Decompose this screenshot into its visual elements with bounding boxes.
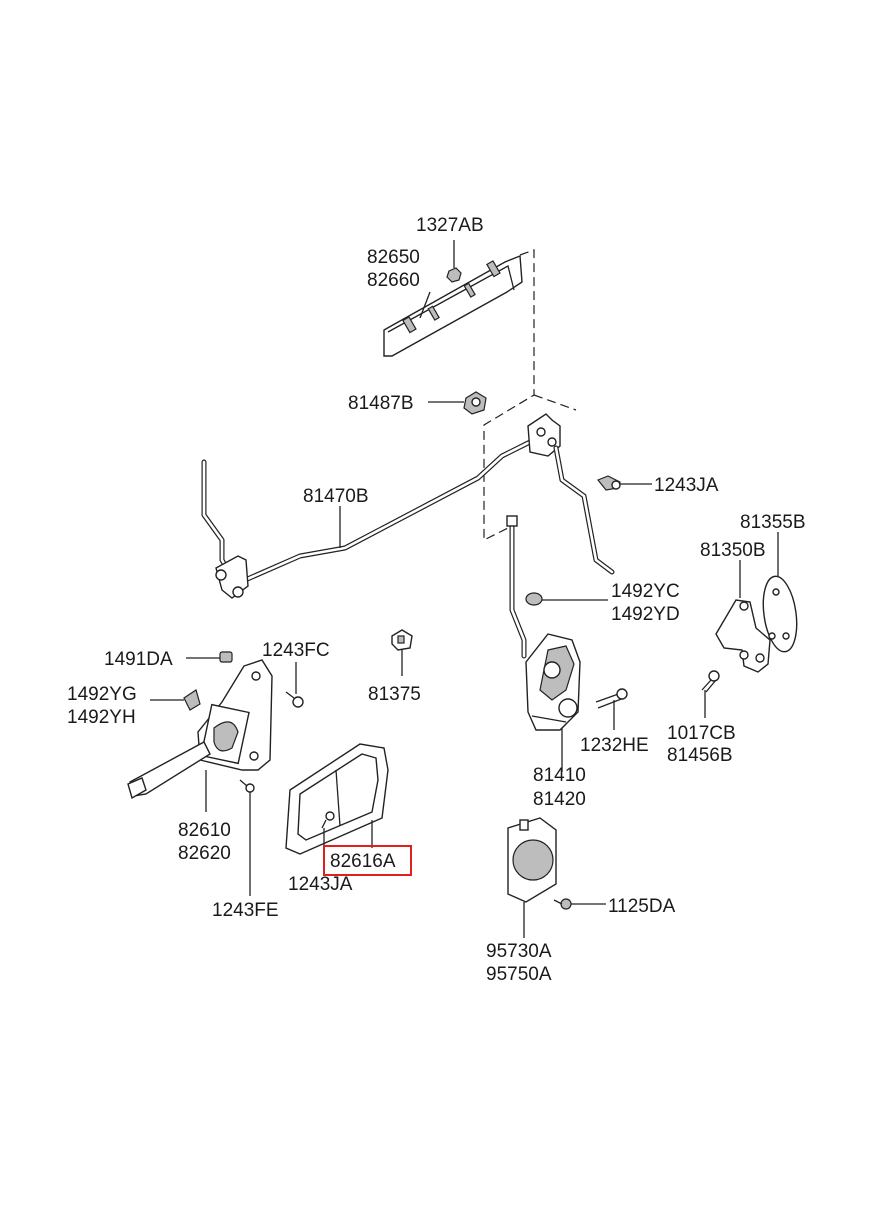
- label-1017CB: 1017CB: [667, 723, 736, 744]
- label-81375: 81375: [368, 684, 421, 705]
- label-95730A: 95730A: [486, 941, 552, 962]
- bolt-1125DA: [553, 898, 572, 910]
- actuator-95730A: [507, 817, 557, 903]
- label-82620: 82620: [178, 843, 231, 864]
- label-1491DA: 1491DA: [104, 649, 173, 670]
- highlight-box-82616A: [323, 845, 412, 876]
- nut-1327AB: [446, 267, 462, 283]
- shim-81355B: [762, 575, 798, 653]
- label-82660: 82660: [367, 270, 420, 291]
- part-labels: 1327AB 82650 82660 81487B 1243JA 81470B …: [67, 215, 806, 985]
- rod-81470B: [201, 437, 537, 587]
- latch-81410: [525, 633, 581, 731]
- label-82616A: 82616A: [330, 851, 396, 872]
- bolt-1232HE: [595, 688, 628, 709]
- screw-1017CB: [701, 670, 720, 693]
- label-95750A: 95750A: [486, 964, 552, 985]
- label-1125DA: 1125DA: [608, 896, 676, 917]
- label-1492YD: 1492YD: [611, 604, 680, 625]
- label-82610: 82610: [178, 820, 231, 841]
- screw-1243FC: [285, 691, 304, 708]
- label-81410: 81410: [533, 765, 586, 786]
- label-1243FE: 1243FE: [212, 900, 279, 921]
- rod-latch-upper: [506, 515, 527, 659]
- bell-crank-part: [527, 413, 561, 457]
- rod-left-bracket: [215, 555, 249, 599]
- clip-1492YC: [525, 592, 543, 606]
- label-1243JA-bottom: 1243JA: [288, 874, 353, 895]
- label-82650: 82650: [367, 247, 420, 268]
- label-1492YG: 1492YG: [67, 684, 137, 705]
- label-81350B: 81350B: [700, 540, 766, 561]
- inside-handle-82610: [127, 659, 273, 800]
- clip-81487B: [463, 391, 487, 415]
- label-1492YC: 1492YC: [611, 581, 680, 602]
- striker-81350B: [715, 599, 771, 673]
- label-1243JA-top: 1243JA: [654, 475, 719, 496]
- label-81470B: 81470B: [303, 486, 369, 507]
- label-1243FC: 1243FC: [262, 640, 330, 661]
- clip-81375: [391, 629, 413, 651]
- bolt-1243JA-top: [597, 475, 621, 491]
- label-81456B: 81456B: [667, 745, 733, 766]
- clip-1491DA: [219, 651, 233, 663]
- assembly-dashed-lines: [483, 249, 577, 541]
- label-1232HE: 1232HE: [580, 735, 649, 756]
- label-1327AB: 1327AB: [416, 215, 484, 236]
- label-81355B: 81355B: [740, 512, 806, 533]
- screw-1243FE: [239, 779, 255, 793]
- label-81487B: 81487B: [348, 393, 414, 414]
- screw-1243JA-bottom: [321, 811, 335, 829]
- bezel-82616A: [285, 743, 389, 855]
- label-1492YH: 1492YH: [67, 707, 136, 728]
- upper-bracket-part: [383, 254, 523, 357]
- clip-1492YG: [183, 689, 201, 711]
- rod-vertical-right: [553, 445, 615, 575]
- label-81420: 81420: [533, 789, 586, 810]
